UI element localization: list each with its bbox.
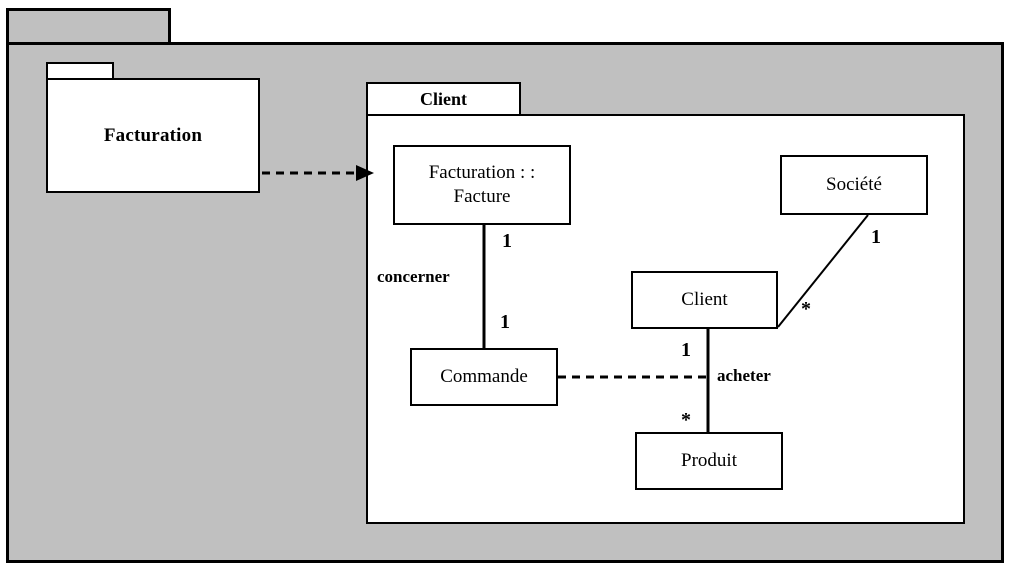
- multiplicity-societe-one: 1: [871, 226, 881, 248]
- multiplicity-client-one: 1: [681, 339, 691, 361]
- class-label-commande: Commande: [440, 366, 528, 388]
- class-box-facture[interactable]: Facturation : : Facture: [393, 145, 571, 225]
- class-box-commande[interactable]: Commande: [410, 348, 558, 406]
- multiplicity-facture-one: 1: [502, 230, 512, 252]
- outer-package-tab: [6, 8, 171, 42]
- facturation-package-body[interactable]: Facturation: [46, 78, 260, 193]
- facturation-package-label: Facturation: [103, 124, 203, 146]
- multiplicity-commande-one: 1: [500, 311, 510, 333]
- class-label-facture-line1: Facturation : :: [428, 162, 536, 184]
- class-label-facture: Facturation : : Facture: [429, 161, 536, 209]
- class-label-client: Client: [681, 289, 728, 311]
- class-box-client[interactable]: Client: [631, 271, 778, 329]
- facturation-package-tab: [46, 62, 114, 79]
- class-label-societe: Société: [826, 174, 882, 196]
- class-label-facture-line2: Facture: [453, 186, 511, 207]
- client-package-label: Client: [420, 89, 467, 109]
- class-label-produit: Produit: [681, 450, 737, 472]
- association-name-concerner: concerner: [377, 267, 450, 286]
- multiplicity-produit-star: *: [681, 409, 691, 431]
- class-box-societe[interactable]: Société: [780, 155, 928, 215]
- multiplicity-client-star: *: [801, 298, 811, 320]
- association-name-acheter: acheter: [717, 366, 771, 385]
- class-box-produit[interactable]: Produit: [635, 432, 783, 490]
- client-package-tab[interactable]: Client: [366, 82, 521, 115]
